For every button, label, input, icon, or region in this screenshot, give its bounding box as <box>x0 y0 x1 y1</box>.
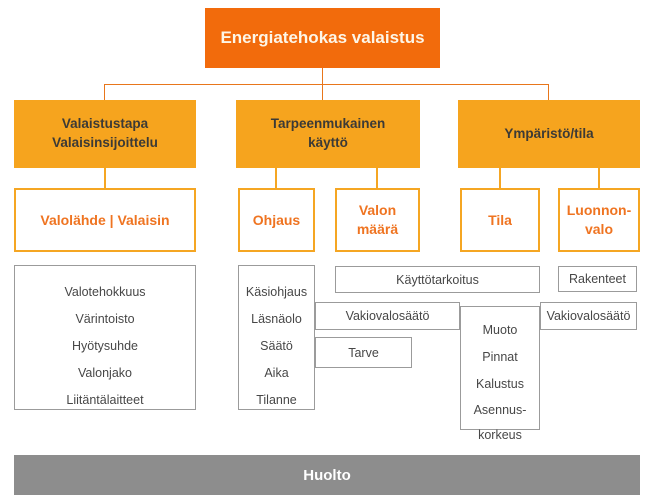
leaf-box-ohjaus: Ohjaus <box>238 188 315 252</box>
connector-valon-maara <box>376 168 378 188</box>
root-box-energiatehokas-valaistus: Energiatehokas valaistus <box>205 8 440 68</box>
branch-label-tarpeenmukainen: Tarpeenmukainen käyttö <box>270 116 386 150</box>
box-vakiovalosaato-left: Vakiovalosäätö <box>315 302 460 330</box>
leaf-label-tila: Tila <box>488 211 512 228</box>
list-item: Kalustus <box>476 377 524 391</box>
list-item: Tilanne <box>256 393 297 407</box>
list-tila-properties: Muoto Pinnat Kalustus Asennus- korkeus <box>460 306 540 442</box>
branch-box-ymparisto: Ympäristö/tila <box>458 100 640 168</box>
list-valolahde-properties: Valotehokkuus Värintoisto Hyötysuhde Val… <box>14 265 196 410</box>
box-vakiovalosaato-right: Vakiovalosäätö <box>540 302 637 330</box>
box-label-rakenteet: Rakenteet <box>569 272 626 286</box>
list-item: Läsnäolo <box>251 312 302 326</box>
connector-drop-right <box>548 84 549 100</box>
list-item: Muoto <box>482 323 518 337</box>
connector-luonnonvalo <box>598 168 600 188</box>
connector-root-stub <box>322 68 323 84</box>
branch-label-valaistustapa: Valaistustapa Valaisinsijoittelu <box>52 116 158 150</box>
list-item: Aika <box>264 366 289 380</box>
connector-valolahde <box>104 168 106 188</box>
list-item: Värintoisto <box>75 312 135 326</box>
footer-label: Huolto <box>303 466 351 484</box>
list-item: Pinnat <box>482 350 518 364</box>
branch-label-ymparisto: Ympäristö/tila <box>504 125 594 141</box>
list-item: Asennus- korkeus <box>473 403 527 442</box>
list-item: Hyötysuhde <box>71 339 138 353</box>
list-item: Käsiohjaus <box>245 285 308 299</box>
connector-drop-middle <box>322 84 323 100</box>
box-label-tarve: Tarve <box>348 345 379 360</box>
leaf-label-ohjaus: Ohjaus <box>252 211 301 228</box>
list-item: Liitäntälaitteet <box>66 393 144 407</box>
leaf-label-luonnonvalo: Luonnon- valo <box>566 202 632 237</box>
box-tarve: Tarve <box>315 337 412 368</box>
branch-box-valaistustapa: Valaistustapa Valaisinsijoittelu <box>14 100 196 168</box>
list-ohjaus-methods: Käsiohjaus Läsnäolo Säätö Aika Tilanne <box>238 265 315 410</box>
leaf-label-valon-maara: Valon määrä <box>356 202 399 237</box>
list-item: Valotehokkuus <box>64 285 146 299</box>
leaf-box-valon-maara: Valon määrä <box>335 188 420 252</box>
leaf-box-valolahde: Valolähde | Valaisin <box>14 188 196 252</box>
connector-tila <box>499 168 501 188</box>
leaf-box-luonnonvalo: Luonnon- valo <box>558 188 640 252</box>
leaf-box-tila: Tila <box>460 188 540 252</box>
box-label-vakiovalosaato-left: Vakiovalosäätö <box>345 309 430 323</box>
branch-box-tarpeenmukainen: Tarpeenmukainen käyttö <box>236 100 420 168</box>
list-item: Valonjako <box>78 366 132 380</box>
box-kayttotarkoitus: Käyttötarkoitus <box>335 266 540 293</box>
root-label: Energiatehokas valaistus <box>220 28 425 47</box>
box-label-vakiovalosaato-right: Vakiovalosäätö <box>546 309 631 323</box>
list-item: Säätö <box>260 339 293 353</box>
connector-bus <box>104 84 549 85</box>
box-rakenteet: Rakenteet <box>558 266 637 292</box>
connector-ohjaus <box>275 168 277 188</box>
leaf-label-valolahde: Valolähde | Valaisin <box>40 211 170 228</box>
box-label-kayttotarkoitus: Käyttötarkoitus <box>396 272 479 287</box>
connector-drop-left <box>104 84 105 100</box>
footer-bar-huolto: Huolto <box>14 455 640 495</box>
